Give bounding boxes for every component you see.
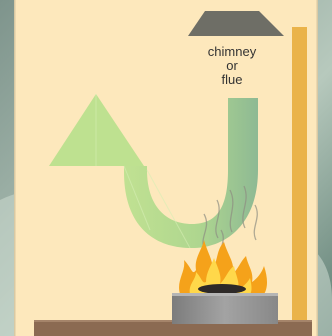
firebox-top — [172, 293, 278, 296]
flue-pipe — [292, 27, 307, 323]
chimney-label-line1: chimney — [208, 44, 257, 59]
chimney-label-line2: or — [226, 58, 238, 73]
diagram-panel — [14, 0, 318, 336]
chimney-label-line3: flue — [222, 72, 243, 87]
panel-left-border — [14, 0, 16, 336]
firebox — [172, 293, 278, 324]
panel-right-border — [317, 0, 319, 336]
coals — [198, 284, 246, 294]
